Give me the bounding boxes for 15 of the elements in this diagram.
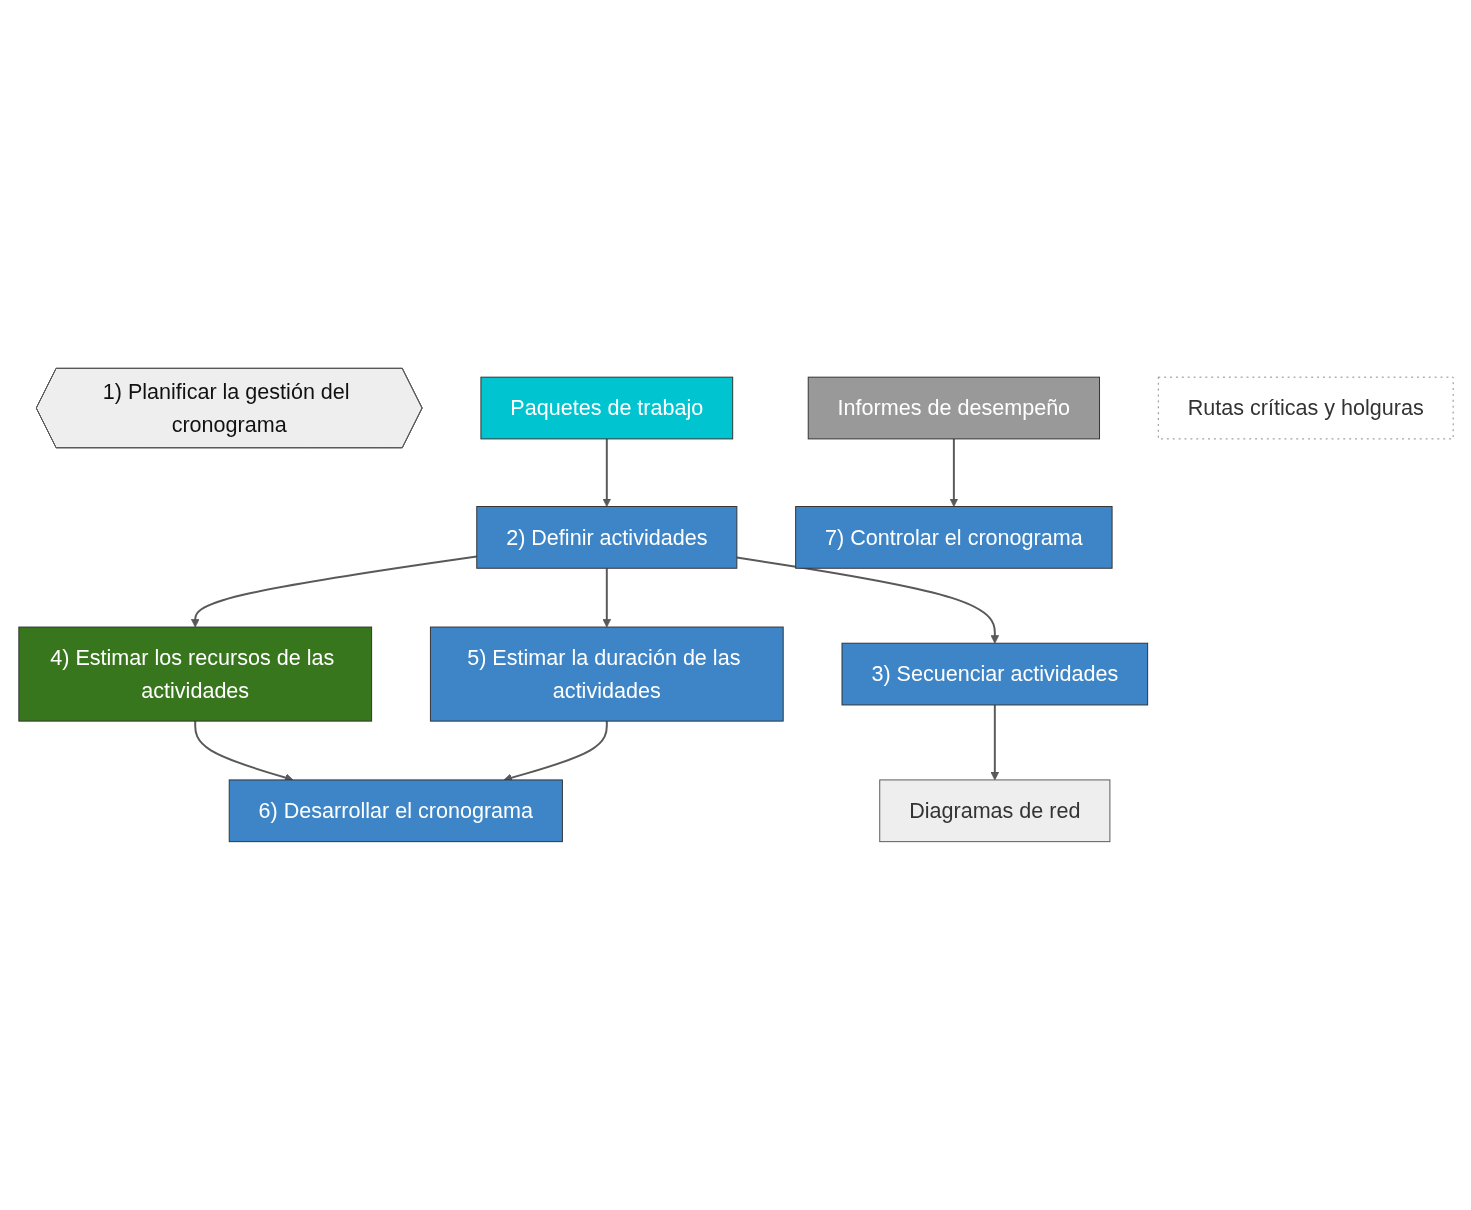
arrow <box>949 437 958 507</box>
arrow <box>990 703 999 781</box>
arrow <box>602 437 611 507</box>
node-box: 4) Estimar los recursos de las actividades <box>17 626 372 722</box>
node-box: Paquetes de trabajo <box>479 376 733 440</box>
arrow <box>190 555 478 628</box>
node-box: 5) Estimar la duración de las actividades <box>429 626 784 722</box>
arrow <box>735 556 999 644</box>
node-box: 6) Desarrollar el cronograma <box>228 779 563 843</box>
node-box: 7) Controlar el cronograma <box>794 506 1113 569</box>
arrow <box>602 567 611 628</box>
node-box: 2) Definir actividades <box>475 506 737 569</box>
node-box: Informes de desempeño <box>807 376 1100 440</box>
node-box: Diagramas de red <box>878 779 1110 843</box>
node-box: 3) Secuenciar actividades <box>841 642 1148 706</box>
